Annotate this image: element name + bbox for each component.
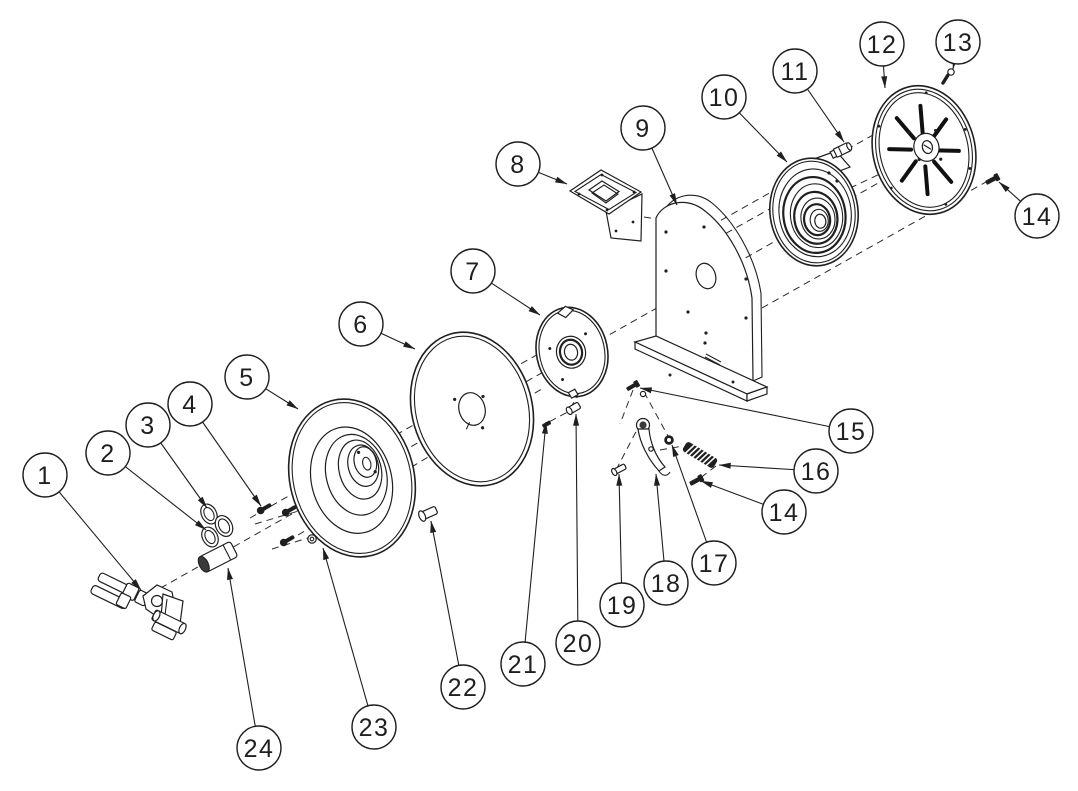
balloon-19: 19: [599, 582, 645, 628]
svg-text:7: 7: [465, 258, 480, 286]
part-swivel-bracket: [568, 169, 643, 242]
svg-text:2: 2: [100, 440, 115, 468]
balloon-21: 21: [500, 641, 546, 687]
svg-text:24: 24: [244, 735, 275, 763]
part-washer-seal: [214, 514, 234, 538]
part-clevis-pin: [611, 463, 627, 477]
balloon-4: 4: [167, 381, 213, 427]
svg-text:20: 20: [563, 630, 594, 658]
svg-text:15: 15: [836, 418, 867, 446]
svg-text:21: 21: [508, 651, 539, 679]
part-inlet-swivel-assembly: [90, 572, 187, 641]
svg-text:14: 14: [1022, 203, 1053, 231]
svg-text:23: 23: [359, 714, 390, 742]
svg-text:11: 11: [781, 58, 810, 86]
part-set-screw-14-bottom: [689, 474, 705, 486]
svg-text:22: 22: [448, 674, 479, 702]
balloon-15: 15: [828, 408, 874, 454]
svg-text:6: 6: [353, 311, 368, 339]
svg-text:14: 14: [769, 499, 800, 527]
svg-text:5: 5: [239, 364, 254, 392]
part-tension-spring: [682, 442, 718, 468]
balloon-22: 22: [440, 664, 486, 710]
balloon-24: 24: [236, 725, 282, 771]
balloon-7: 7: [450, 248, 496, 294]
part-pawl-lever: [635, 417, 671, 476]
balloon-13: 13: [935, 19, 981, 65]
part-spacer-post: [565, 401, 581, 416]
balloon-8: 8: [495, 141, 541, 187]
balloon-10: 10: [701, 74, 747, 120]
part-power-spring-cassette: [768, 150, 860, 267]
part-roll-pin: [418, 506, 438, 522]
balloon-14-top: 14: [1014, 193, 1060, 239]
balloon-23: 23: [351, 704, 397, 750]
part-drive-shaft: [197, 541, 238, 573]
part-support-frame: [633, 194, 769, 402]
svg-text:3: 3: [140, 412, 155, 440]
part-set-screw-14-top: [985, 173, 1001, 185]
part-nut-17: [664, 435, 674, 445]
balloon-14-bottom: 14: [761, 489, 807, 535]
part-bearing-disc: [535, 305, 609, 399]
callout-balloons: 1 2 3 4 5 6 7 8 9 10 11 12 13 14 15 16 1…: [22, 19, 1060, 771]
svg-text:16: 16: [801, 458, 832, 486]
svg-text:9: 9: [635, 115, 650, 143]
balloon-17: 17: [691, 540, 737, 586]
svg-text:4: 4: [182, 391, 197, 419]
balloon-6: 6: [338, 301, 384, 347]
svg-text:13: 13: [943, 29, 974, 57]
svg-text:19: 19: [607, 592, 638, 620]
balloon-3: 3: [125, 402, 171, 448]
balloon-5: 5: [224, 354, 270, 400]
svg-text:18: 18: [651, 570, 682, 598]
part-disc-divider: [409, 331, 535, 487]
balloon-1: 1: [22, 452, 68, 498]
svg-text:12: 12: [867, 31, 898, 59]
part-screw-13: [941, 68, 955, 85]
svg-text:17: 17: [699, 550, 730, 578]
balloon-20: 20: [555, 620, 601, 666]
balloon-12: 12: [859, 21, 905, 67]
balloon-9: 9: [620, 105, 666, 151]
part-set-screw-21: [542, 420, 552, 428]
balloon-11: 11: [772, 48, 818, 94]
part-cap-screws: [256, 503, 297, 547]
svg-text:1: 1: [37, 462, 52, 490]
part-reel-drum: [287, 398, 417, 558]
part-fitting: [829, 142, 853, 159]
balloon-16: 16: [793, 448, 839, 494]
balloon-2: 2: [85, 430, 131, 476]
svg-text:8: 8: [510, 151, 525, 179]
svg-text:10: 10: [709, 84, 740, 112]
parts-layer: [90, 68, 1001, 641]
balloon-18: 18: [643, 560, 689, 606]
part-spoked-disc: [871, 84, 977, 216]
